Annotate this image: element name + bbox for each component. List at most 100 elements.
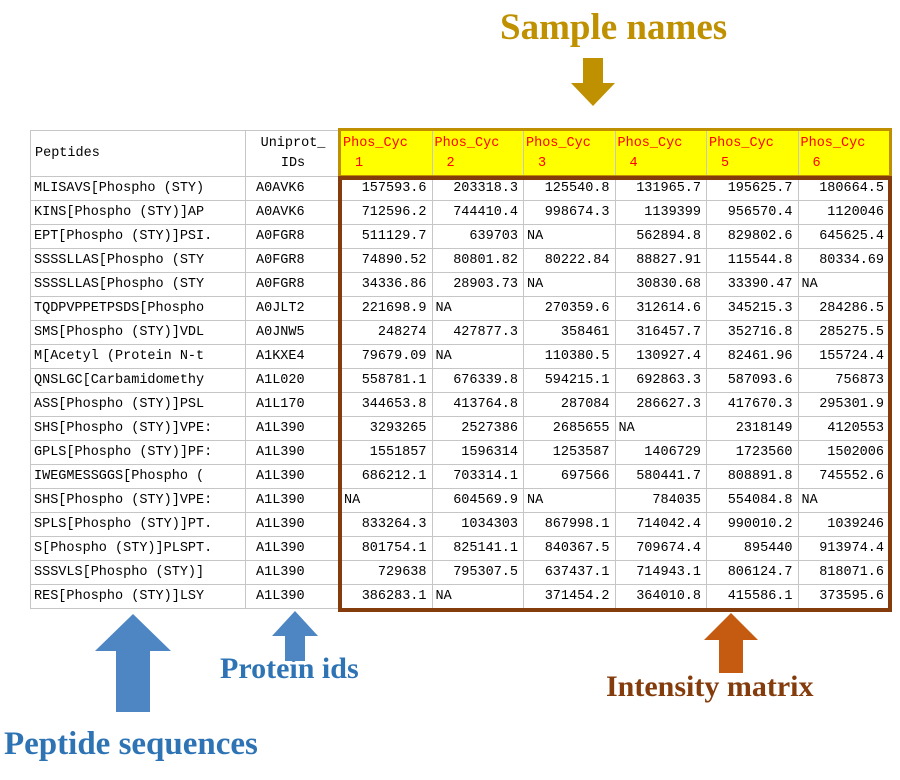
intensity-cell: 645625.4 bbox=[797, 224, 890, 249]
intensity-cell: 745552.6 bbox=[797, 464, 890, 489]
intensity-cell: 697566 bbox=[523, 464, 616, 489]
intensity-cell: 80334.69 bbox=[797, 248, 890, 273]
intensity-cell: 358461 bbox=[523, 320, 616, 345]
uniprot-cell: A0JLT2 bbox=[245, 296, 341, 321]
intensity-cell: 82461.96 bbox=[706, 344, 799, 369]
intensity-matrix-label: Intensity matrix bbox=[606, 670, 814, 703]
intensity-cell: 1596314 bbox=[431, 440, 524, 465]
uniprot-cell: A0FGR8 bbox=[245, 224, 341, 249]
intensity-cell: 80222.84 bbox=[523, 248, 616, 273]
intensity-cell: 286627.3 bbox=[614, 392, 707, 417]
uniprot-cell: A1L390 bbox=[245, 440, 341, 465]
intensity-cell: 3293265 bbox=[340, 416, 433, 441]
intensity-cell: NA bbox=[523, 224, 616, 249]
uniprot-cell: A1L390 bbox=[245, 584, 341, 609]
peptide-cell: SHS[Phospho (STY)]VPE: bbox=[30, 416, 246, 441]
intensity-cell: 345215.3 bbox=[706, 296, 799, 321]
intensity-cell: 686212.1 bbox=[340, 464, 433, 489]
intensity-cell: 248274 bbox=[340, 320, 433, 345]
uniprot-column-header: Uniprot_ IDs bbox=[245, 130, 341, 177]
uniprot-cell: A1L390 bbox=[245, 416, 341, 441]
intensity-cell: 511129.7 bbox=[340, 224, 433, 249]
peptide-cell: SSSSLLAS[Phospho (STY bbox=[30, 272, 246, 297]
intensity-cell: 4120553 bbox=[797, 416, 890, 441]
uniprot-header-line1: Uniprot_ bbox=[260, 135, 326, 151]
intensity-cell: NA bbox=[797, 272, 890, 297]
intensity-cell: 840367.5 bbox=[523, 536, 616, 561]
intensity-cell: NA bbox=[431, 344, 524, 369]
intensity-cell: 604569.9 bbox=[431, 488, 524, 513]
peptide-cell: GPLS[Phospho (STY)]PF: bbox=[30, 440, 246, 465]
intensity-cell: NA bbox=[797, 488, 890, 513]
peptide-cell: S[Phospho (STY)]PLSPT. bbox=[30, 536, 246, 561]
orange-up-arrow-intensity-head bbox=[704, 613, 758, 640]
uniprot-cell: A1L020 bbox=[245, 368, 341, 393]
intensity-cell: 587093.6 bbox=[706, 368, 799, 393]
intensity-cell: 80801.82 bbox=[431, 248, 524, 273]
intensity-cell: 867998.1 bbox=[523, 512, 616, 537]
peptide-cell: KINS[Phospho (STY)]AP bbox=[30, 200, 246, 225]
uniprot-cell: A1KXE4 bbox=[245, 344, 341, 369]
intensity-cell: NA bbox=[431, 296, 524, 321]
intensity-cell: 316457.7 bbox=[614, 320, 707, 345]
intensity-cell: 28903.73 bbox=[431, 272, 524, 297]
intensity-cell: 287084 bbox=[523, 392, 616, 417]
intensity-cell: 413764.8 bbox=[431, 392, 524, 417]
blue-up-arrow-uniprot-stem bbox=[285, 636, 305, 661]
intensity-cell: 990010.2 bbox=[706, 512, 799, 537]
intensity-cell: 784035 bbox=[614, 488, 707, 513]
intensity-cell: 756873 bbox=[797, 368, 890, 393]
intensity-cell: 415586.1 bbox=[706, 584, 799, 609]
intensity-cell: 74890.52 bbox=[340, 248, 433, 273]
intensity-cell: 352716.8 bbox=[706, 320, 799, 345]
intensity-cell: 2318149 bbox=[706, 416, 799, 441]
intensity-cell: NA bbox=[431, 584, 524, 609]
intensity-cell: 344653.8 bbox=[340, 392, 433, 417]
intensity-cell: 562894.8 bbox=[614, 224, 707, 249]
intensity-cell: 829802.6 bbox=[706, 224, 799, 249]
intensity-cell: 115544.8 bbox=[706, 248, 799, 273]
peptide-cell: SHS[Phospho (STY)]VPE: bbox=[30, 488, 246, 513]
orange-up-arrow-intensity-icon bbox=[704, 613, 758, 673]
peptide-cell: SPLS[Phospho (STY)]PT. bbox=[30, 512, 246, 537]
intensity-cell: 806124.7 bbox=[706, 560, 799, 585]
intensity-cell: 203318.3 bbox=[431, 176, 524, 201]
intensity-cell: 998674.3 bbox=[523, 200, 616, 225]
blue-up-arrow-peptides-icon bbox=[95, 614, 171, 712]
peptide-cell: SSSVLS[Phospho (STY)] bbox=[30, 560, 246, 585]
blue-up-arrow-uniprot-head bbox=[272, 611, 318, 636]
intensity-cell: 157593.6 bbox=[340, 176, 433, 201]
uniprot-cell: A1L390 bbox=[245, 488, 341, 513]
intensity-cell: 709674.4 bbox=[614, 536, 707, 561]
intensity-cell: 1723560 bbox=[706, 440, 799, 465]
intensity-cell: 703314.1 bbox=[431, 464, 524, 489]
sample-names-label: Sample names bbox=[500, 7, 728, 48]
uniprot-cell: A1L390 bbox=[245, 536, 341, 561]
intensity-cell: NA bbox=[523, 272, 616, 297]
intensity-cell: 729638 bbox=[340, 560, 433, 585]
intensity-cell: 2527386 bbox=[431, 416, 524, 441]
uniprot-cell: A1L390 bbox=[245, 512, 341, 537]
intensity-cell: 808891.8 bbox=[706, 464, 799, 489]
intensity-cell: 895440 bbox=[706, 536, 799, 561]
intensity-cell: 131965.7 bbox=[614, 176, 707, 201]
peptide-cell: TQDPVPPETPSDS[Phospho bbox=[30, 296, 246, 321]
gold-down-arrow-icon bbox=[571, 58, 615, 106]
intensity-cell: 34336.86 bbox=[340, 272, 433, 297]
intensity-cell: 221698.9 bbox=[340, 296, 433, 321]
